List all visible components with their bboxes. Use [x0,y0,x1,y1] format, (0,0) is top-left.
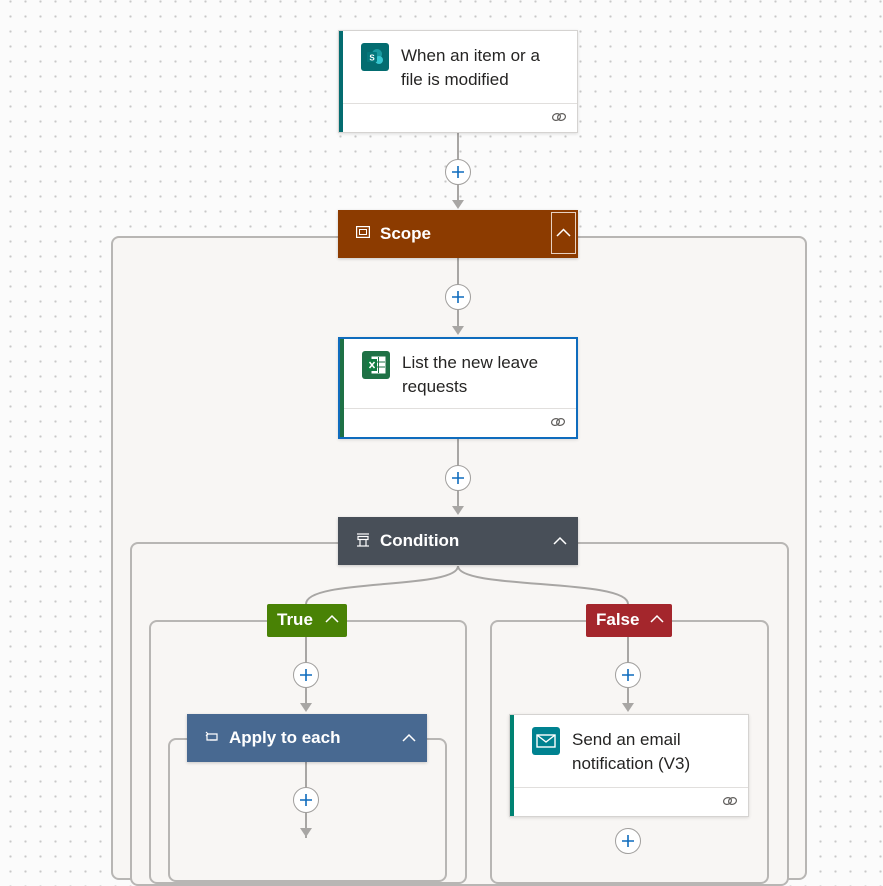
excel-icon [362,351,390,379]
link-icon[interactable] [550,416,566,428]
loop-icon [205,731,218,741]
apply-each-header[interactable]: Apply to each [187,714,427,762]
sharepoint-icon: S [361,43,389,71]
add-step-button[interactable] [445,159,471,185]
send-email-title: Send an email notification (V3) [572,730,691,773]
chevron-up-icon[interactable] [323,610,341,628]
list-rows-card[interactable]: List the new leave requests [338,337,578,439]
scope-collapse-button[interactable] [551,212,576,254]
svg-text:S: S [369,54,375,63]
add-step-button[interactable] [445,284,471,310]
plus-icon [622,835,634,847]
trigger-title: When an item or a file is modified [401,46,540,89]
plus-icon [622,669,634,681]
send-email-card[interactable]: Send an email notification (V3) [509,714,749,817]
false-branch-header[interactable]: False [586,604,672,637]
chevron-up-icon[interactable] [399,728,419,748]
condition-header[interactable]: Condition [338,517,578,565]
plus-icon [452,291,464,303]
add-step-button[interactable] [615,662,641,688]
chevron-up-icon [556,228,571,237]
condition-title: Condition [380,531,460,550]
plus-icon [300,794,312,806]
list-rows-title: List the new leave requests [402,353,539,396]
send-email-footer [514,787,748,816]
true-branch-label: True [277,610,313,629]
plus-icon [452,472,464,484]
link-icon[interactable] [722,795,738,807]
scope-header[interactable]: Scope [338,210,578,258]
add-step-button[interactable] [445,465,471,491]
true-branch-header[interactable]: True [267,604,347,637]
send-email-accent [510,715,514,816]
add-step-button[interactable] [615,828,641,854]
mail-icon [532,727,560,755]
apply-each-title: Apply to each [229,728,341,747]
condition-icon [357,533,369,547]
chevron-up-icon[interactable] [648,610,666,628]
list-rows-footer [344,408,576,437]
trigger-card[interactable]: S When an item or a file is modified [338,30,578,133]
add-step-button[interactable] [293,662,319,688]
scope-title: Scope [380,224,432,243]
plus-icon [452,166,464,178]
false-branch-label: False [596,610,640,629]
link-icon[interactable] [551,111,567,123]
add-step-button[interactable] [293,787,319,813]
scope-icon [356,226,370,238]
trigger-footer [343,103,577,132]
chevron-up-icon[interactable] [550,531,570,551]
plus-icon [300,669,312,681]
list-rows-accent [340,339,344,437]
trigger-accent [339,31,343,132]
